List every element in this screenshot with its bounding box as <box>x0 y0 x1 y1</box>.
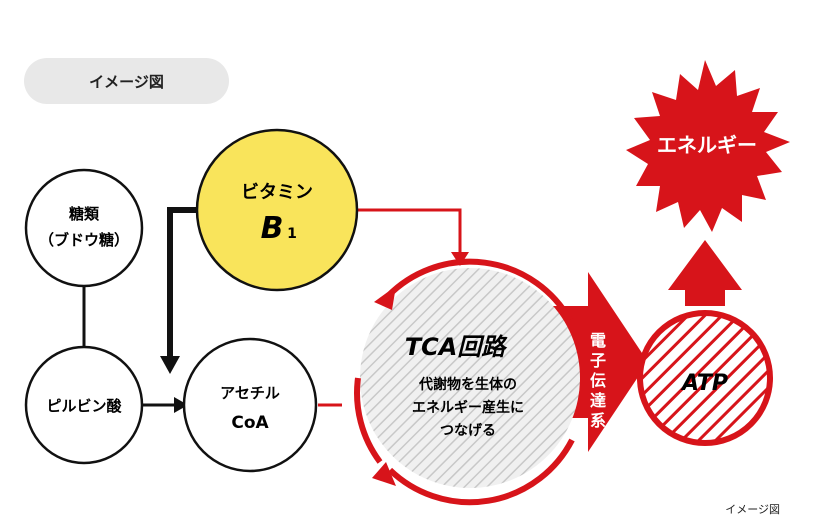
energy-label: エネルギー <box>657 133 757 157</box>
red-arrows <box>318 208 469 407</box>
arrow-head <box>372 462 396 486</box>
arrow-vitamin-to-tca <box>358 208 462 256</box>
sugar-node: 糖類 （ブドウ糖） <box>24 168 144 288</box>
vitamin-sub: 1 <box>287 226 297 242</box>
vitamin-label: ビタミン <box>241 182 313 203</box>
image-caption: イメージ図 <box>725 503 780 516</box>
arrow-head <box>160 356 180 374</box>
tca-title: TCA回路 <box>405 333 509 361</box>
electron-char-2: 子 <box>590 351 606 370</box>
pyruvate-node: ピルビン酸 <box>24 345 144 465</box>
pyruvate-label: ピルビン酸 <box>46 397 122 415</box>
acetyl-coa-node: アセチル CoA <box>182 337 318 473</box>
arrow-vitamin-to-acetyl <box>167 207 198 360</box>
acetyl-label-2: CoA <box>231 413 269 433</box>
tca-cycle: TCA回路 代謝物を生体の エネルギー産生に つなげる <box>354 258 580 506</box>
electron-char-5: 系 <box>590 411 606 430</box>
tca-desc-3: つなげる <box>440 423 496 439</box>
tca-cycle-arrow-top <box>385 258 573 322</box>
sugar-label-2: （ブドウ糖） <box>39 231 129 249</box>
electron-char-3: 伝 <box>590 371 606 390</box>
vitamin-b1-node: ビタミン B 1 <box>195 128 359 292</box>
vitamin-b: B <box>261 211 284 246</box>
tca-cycle-arrow-left <box>354 377 383 464</box>
image-badge: イメージ図 <box>24 58 229 104</box>
sugar-label-1: 糖類 <box>69 205 100 223</box>
tca-cycle-arrow-bottom <box>387 438 575 506</box>
electron-char-1: 電 <box>590 331 606 350</box>
atp-node: ATP <box>637 310 773 446</box>
starburst-shape <box>626 60 790 232</box>
tca-desc-2: エネルギー産生に <box>412 399 524 416</box>
arrow-head <box>174 397 188 413</box>
arrow-atp-to-energy <box>668 240 742 306</box>
arrow-head <box>374 286 396 310</box>
electron-char-4: 達 <box>590 391 606 410</box>
energy-burst: エネルギー <box>626 60 790 232</box>
arrow-head <box>451 252 469 266</box>
atp-label: ATP <box>680 371 728 396</box>
electron-transport-label: 電 子 伝 達 系 <box>590 331 606 430</box>
tca-desc-1: 代謝物を生体の <box>418 376 517 393</box>
acetyl-label-1: アセチル <box>220 384 280 402</box>
